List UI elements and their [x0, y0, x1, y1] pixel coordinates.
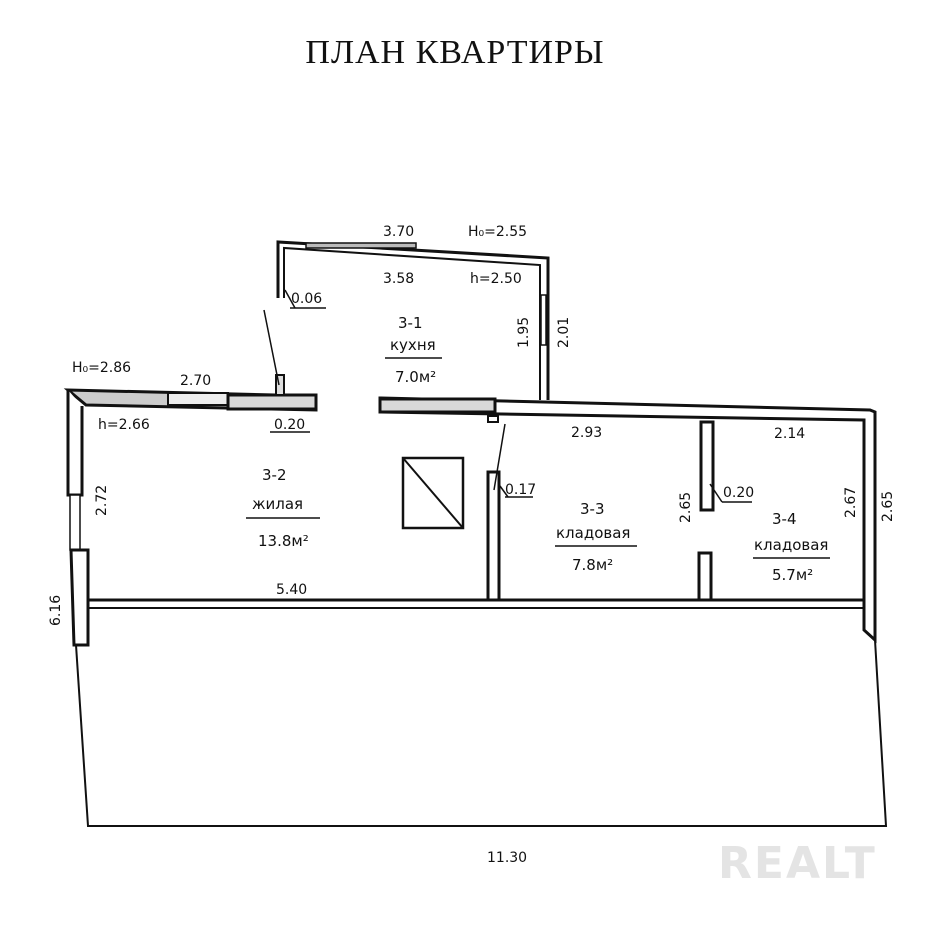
dim-label: 2.67 — [843, 487, 859, 518]
room-name: жилая — [252, 495, 303, 513]
room-area: 5.7м² — [772, 566, 813, 584]
dim-label: 3.70 — [383, 224, 414, 240]
walls — [63, 240, 888, 827]
dim-label: 2.70 — [180, 373, 211, 389]
room-area: 7.8м² — [572, 556, 613, 574]
dim-label: H₀=2.86 — [72, 360, 131, 376]
dim-label: 2.14 — [774, 426, 805, 442]
dim-label: 0.20 — [723, 485, 754, 501]
room-name: кладовая — [556, 524, 630, 542]
dim-label: 2.65 — [678, 492, 694, 523]
realt-watermark: REALT — [718, 838, 877, 889]
dim-label: 2.72 — [94, 485, 110, 516]
room-name: кладовая — [754, 536, 828, 554]
room-id: 3-4 — [772, 510, 797, 528]
room-id: 3-1 — [398, 314, 423, 332]
dim-label: 3.58 — [383, 271, 414, 287]
dim-label: h=2.50 — [470, 271, 522, 287]
room-area: 13.8м² — [258, 532, 309, 550]
dim-label: 1.95 — [516, 317, 532, 348]
room-area: 7.0м² — [395, 368, 436, 386]
dim-label: 0.17 — [505, 482, 536, 498]
room-3-4: 3-4 кладовая 5.7м² — [754, 510, 828, 584]
dim-label: 11.30 — [487, 850, 527, 866]
dim-label: 2.65 — [880, 491, 896, 522]
plan-title: ПЛАН КВАРТИРЫ — [305, 34, 605, 71]
room-id: 3-2 — [262, 466, 287, 484]
room-3-2: 3-2 жилая 13.8м² — [252, 466, 309, 550]
dim-label: 2.93 — [571, 425, 602, 441]
room-name: кухня — [390, 336, 436, 354]
dim-label: 5.40 — [276, 582, 307, 598]
dim-label: 6.16 — [48, 595, 64, 626]
room-3-3: 3-3 кладовая 7.8м² — [556, 500, 630, 574]
dim-label: 0.06 — [291, 291, 322, 307]
dimensions: 3.70 H₀=2.55 3.58 h=2.50 0.06 1.95 2.01 … — [48, 224, 896, 866]
dim-label: h=2.66 — [98, 417, 150, 433]
dim-label: H₀=2.55 — [468, 224, 527, 240]
room-id: 3-3 — [580, 500, 605, 518]
dim-label: 2.01 — [556, 317, 572, 348]
dim-label: 0.20 — [274, 417, 305, 433]
room-3-1: 3-1 кухня 7.0м² — [390, 314, 436, 386]
